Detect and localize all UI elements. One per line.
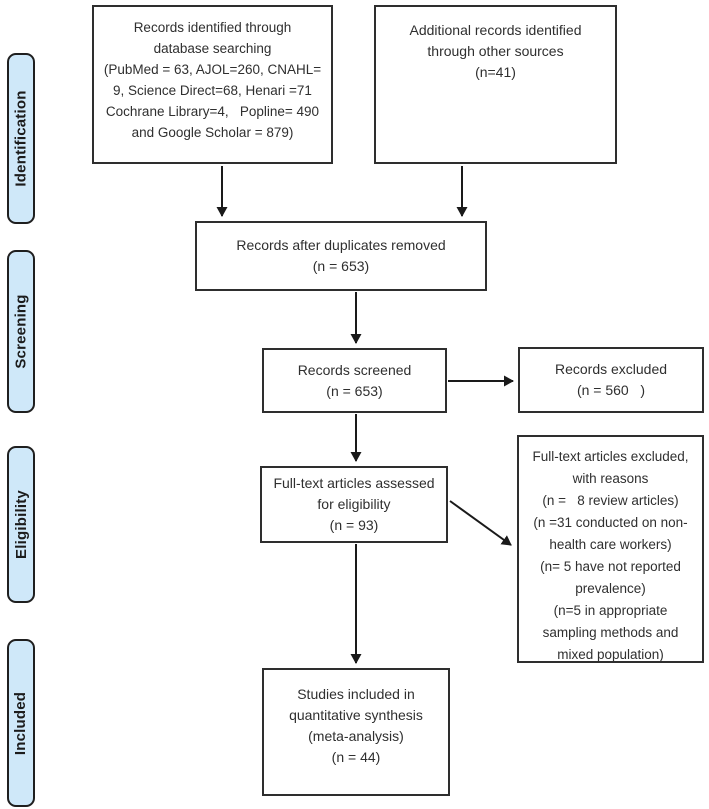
arrow-fulltext-to-excluded	[449, 500, 512, 546]
stage-screening: Screening	[7, 250, 35, 413]
stage-identification: Identification	[7, 53, 35, 224]
box-fulltext-assessed: Full-text articles assessed for eligibil…	[260, 466, 448, 543]
stage-eligibility: Eligibility	[7, 446, 35, 603]
box-additional-records: Additional records identified through ot…	[374, 5, 617, 164]
stage-screening-label: Screening	[12, 294, 30, 369]
stage-identification-label: Identification	[12, 90, 30, 187]
box-records-identified: Records identified through database sear…	[92, 5, 333, 164]
stage-included: Included	[7, 639, 35, 807]
stage-included-label: Included	[12, 691, 30, 755]
stage-eligibility-label: Eligibility	[12, 490, 30, 559]
box-fulltext-excluded: Full-text articles excluded, with reason…	[517, 435, 704, 663]
box-duplicates-removed: Records after duplicates removed (n = 65…	[195, 221, 487, 291]
box-records-screened: Records screened (n = 653)	[262, 348, 447, 413]
box-studies-included: Studies included in quantitative synthes…	[262, 668, 450, 796]
box-records-excluded: Records excluded (n = 560 )	[518, 347, 704, 413]
